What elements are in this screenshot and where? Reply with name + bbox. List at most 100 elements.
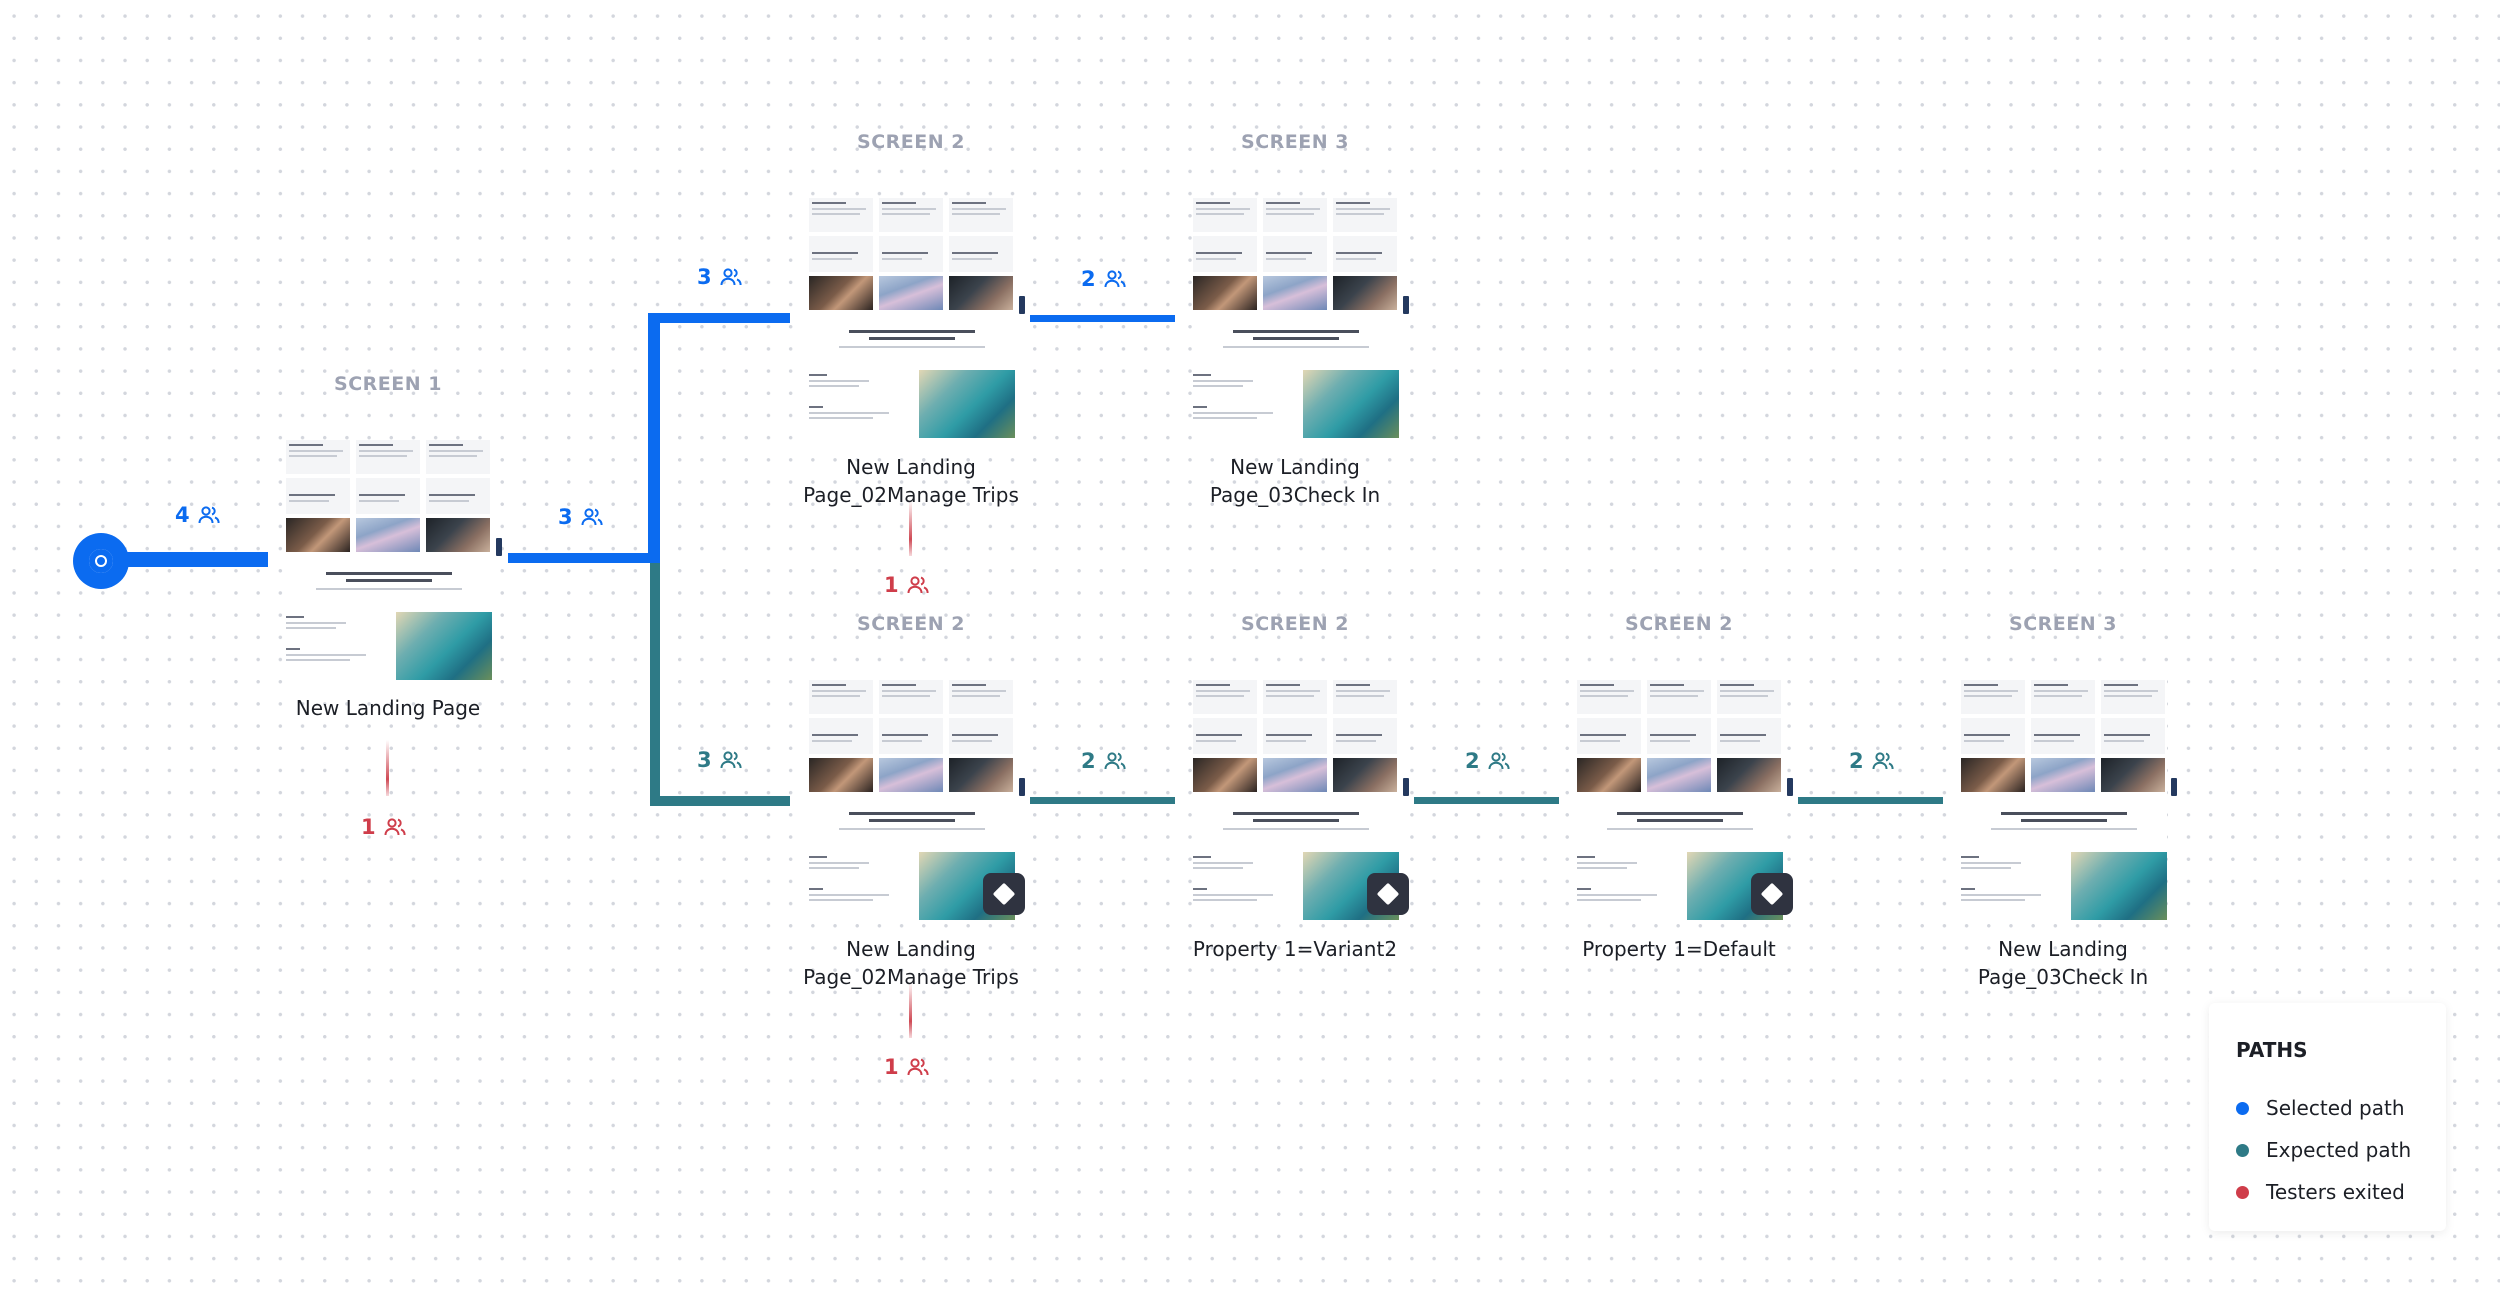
feature-card [1577,718,1641,754]
users-icon [720,751,742,769]
list-text-line [809,380,869,382]
feature-text-line [1196,258,1236,260]
list-text-line [1961,899,2025,901]
card-text-line [1580,695,1628,697]
headline-line [849,330,975,333]
screen-label: SCREEN 1 [334,373,442,395]
list-text-line [1961,894,2041,896]
feature-text-line [882,258,922,260]
feature-card [286,478,350,514]
path-to-top-screen2[interactable] [648,313,790,323]
screen-thumbnail[interactable] [809,680,1015,924]
frame-handle[interactable] [496,538,502,556]
card-title-line [882,684,916,686]
frame-handle[interactable] [1787,778,1793,796]
feature-title-line [1720,734,1766,736]
feature-card [809,718,873,754]
card-text-line [1580,690,1634,692]
card-title-line [289,444,323,446]
feature-text-line [1266,740,1306,742]
frame-handle[interactable] [1403,296,1409,314]
screen-label: SCREEN 2 [857,613,965,635]
feature-title-line [952,734,998,736]
destination-image [286,518,350,552]
card-title-line [952,202,986,204]
users-icon [720,268,742,286]
destination-image [356,518,420,552]
feature-card [949,236,1013,272]
feature-card [879,236,943,272]
feature-text-line [1720,740,1760,742]
feature-title-line [289,494,335,496]
screen-thumbnail[interactable] [1961,680,2167,924]
destination-image [1577,758,1641,792]
frame-handle[interactable] [1019,296,1025,314]
list-heading-line [1193,888,1207,890]
headline-line [1253,819,1339,822]
feature-text-line [882,740,922,742]
path-branch-down[interactable] [650,563,660,803]
destination-image [1193,276,1257,310]
headline-line [1253,337,1339,340]
feature-text-line [1650,740,1690,742]
count-to-top-branch: 3 [697,265,742,289]
path-screen1-out[interactable] [508,553,658,563]
feature-text-line [812,258,852,260]
feature-card [1193,236,1257,272]
feature-card [1263,718,1327,754]
destination-image [1193,758,1257,792]
path-default-to-screen3[interactable] [1798,797,1943,804]
list-heading-line [286,648,300,650]
feature-title-line [429,494,475,496]
path-bottom-screen2-to-variant[interactable] [1030,797,1175,804]
path-branch-up[interactable] [648,313,660,563]
count-value: 1 [361,815,376,839]
screen-thumbnail[interactable] [1577,680,1783,924]
screen-thumbnail[interactable] [286,440,492,684]
count-value: 2 [1465,749,1480,773]
frame-name: Property 1=Default [1582,937,1776,961]
card-text-line [812,690,866,692]
destination-image [1333,758,1397,792]
screen-thumbnail[interactable] [809,198,1015,442]
list-text-line [1193,862,1253,864]
legend-label: Expected path [2266,1138,2412,1162]
path-variant-to-default[interactable] [1414,797,1559,804]
card-text-line [1964,695,2012,697]
card-text-line [1720,690,1774,692]
headline-line [1233,812,1359,815]
list-heading-line [809,888,823,890]
list-text-line [1577,899,1641,901]
path-top-screen2-to-screen3[interactable] [1030,315,1175,322]
subtext-line [1223,828,1369,830]
list-heading-line [1193,374,1211,376]
feature-title-line [1580,734,1626,736]
count-value: 4 [175,503,190,527]
card-text-line [812,695,860,697]
list-heading-line [286,616,304,618]
feature-text-line [2034,740,2074,742]
list-text-line [286,622,346,624]
feature-text-line [429,500,469,502]
headline-line [1617,812,1743,815]
list-text-line [1193,894,1273,896]
card-text-line [952,213,1000,215]
screen-thumbnail[interactable] [1193,198,1399,442]
paths-legend: PATHS Selected path Expected path Tester… [2209,1003,2446,1231]
start-node-icon[interactable] [73,533,129,589]
path-to-bottom-screen2[interactable] [650,796,790,806]
frame-handle[interactable] [1403,778,1409,796]
card-text-line [1196,208,1250,210]
list-text-line [1577,894,1657,896]
list-heading-line [1193,856,1211,858]
path-start-to-screen1[interactable] [120,552,268,567]
frame-handle[interactable] [1019,778,1025,796]
card-title-line [812,684,846,686]
users-icon [1872,752,1894,770]
frame-handle[interactable] [2171,778,2177,796]
users-icon [1488,752,1510,770]
feature-title-line [812,734,858,736]
card-text-line [812,213,860,215]
destination-image [1333,276,1397,310]
